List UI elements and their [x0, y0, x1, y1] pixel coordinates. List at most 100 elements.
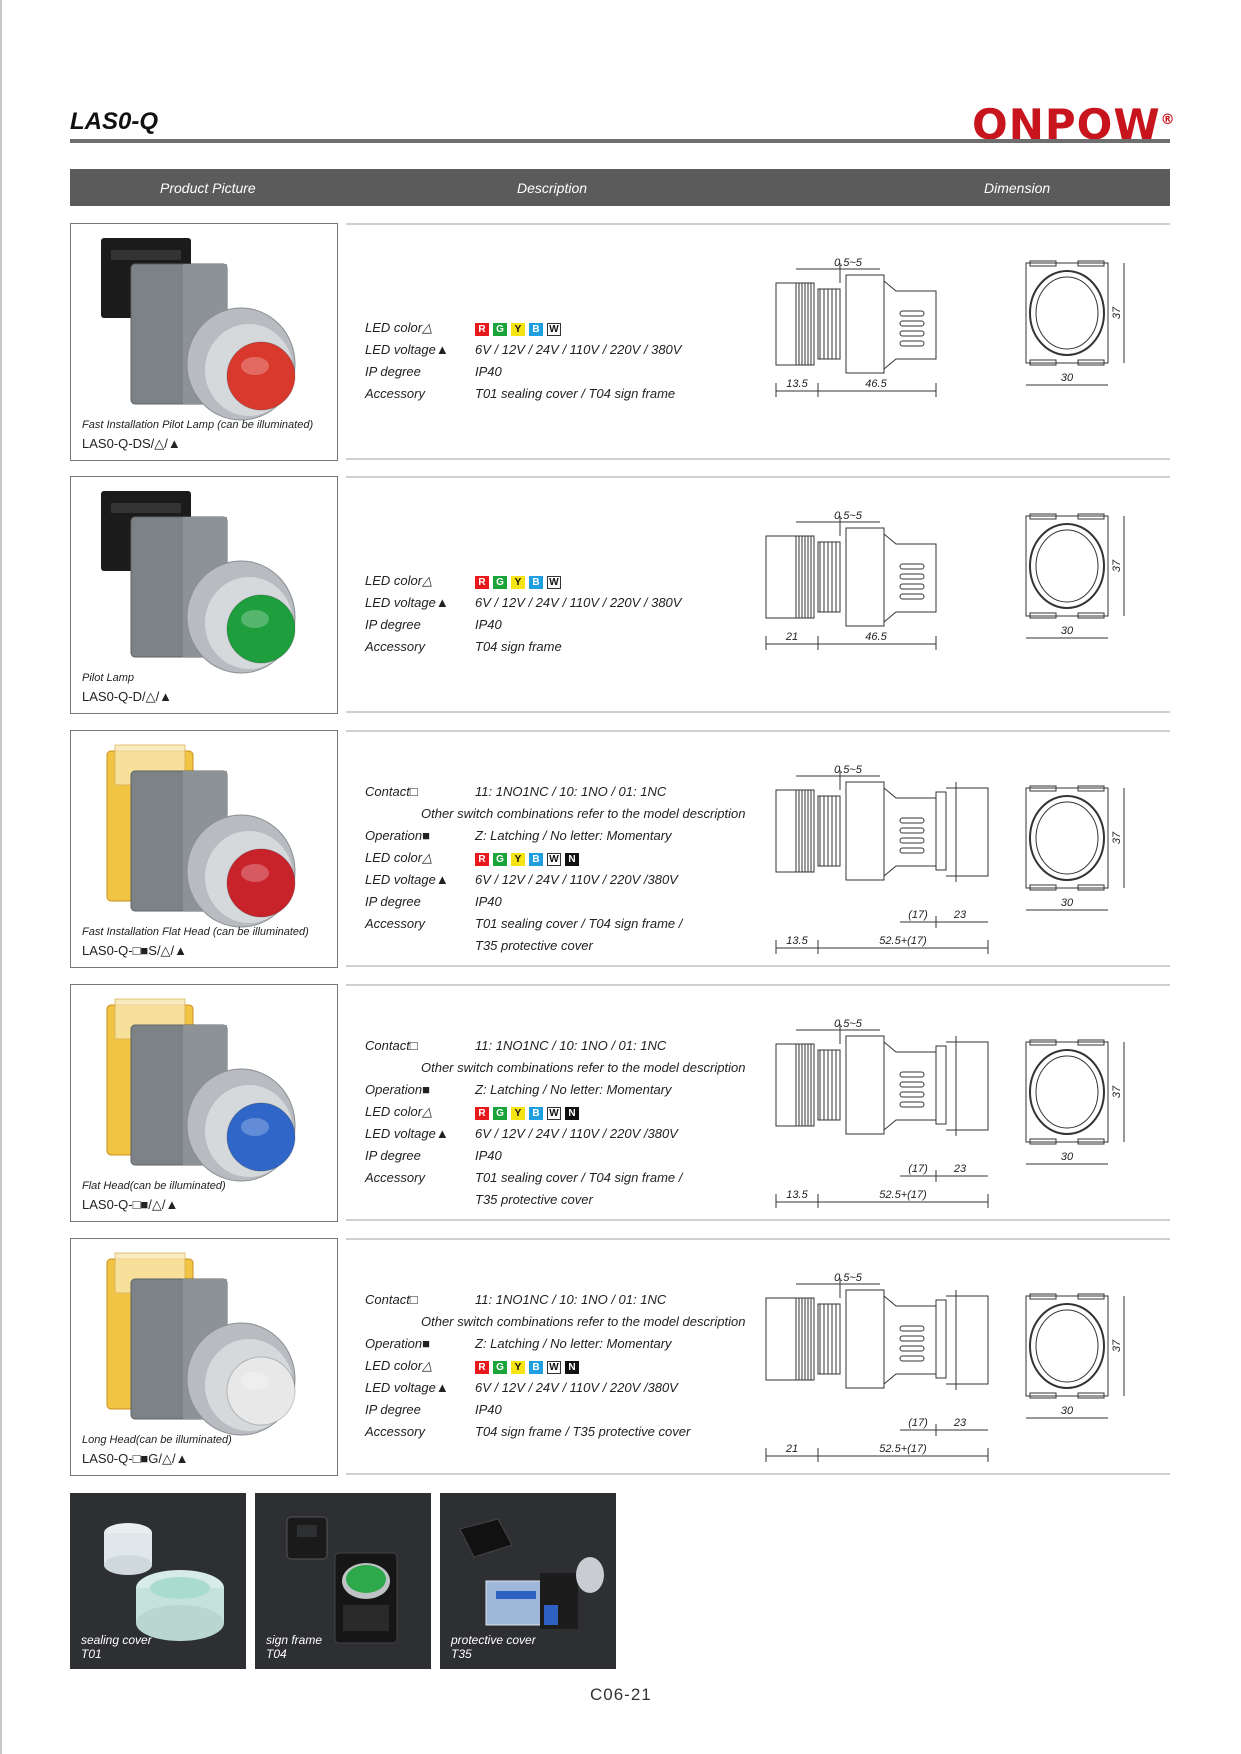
spec-value: T01 sealing cover / T04 sign frame / [475, 1170, 683, 1185]
spec-note: Other switch combinations refer to the m… [421, 1314, 746, 1329]
spec-value: T01 sealing cover / T04 sign frame [475, 386, 676, 401]
spec-label: Accessory [365, 1170, 425, 1185]
product-caption: Fast Installation Pilot Lamp (can be ill… [82, 419, 314, 431]
dim-width-label: 30 [1061, 1151, 1074, 1163]
row-rule-bottom [346, 458, 1170, 460]
dim-body-label: 46.5 [865, 631, 887, 643]
product-caption: Flat Head(can be illuminated) [82, 1180, 226, 1192]
spec-label: Accessory [365, 1424, 425, 1439]
registered-mark: ® [1160, 112, 1176, 128]
dim-height-label: 37 [1111, 1085, 1123, 1098]
spec-label: IP degree [365, 1402, 421, 1417]
dim-height-label: 37 [1111, 1339, 1123, 1352]
row-rule-bottom [346, 965, 1170, 967]
title-rule [70, 139, 1170, 143]
dim-body-label: 52.5+(17) [879, 1443, 927, 1455]
spec-label: Operation■ [365, 1082, 430, 1097]
dim-tail-label: 23 [953, 1417, 967, 1429]
dim-gap-label: 0.5~5 [834, 257, 863, 269]
spec-value: IP40 [475, 617, 502, 632]
accessory-code: T04 [266, 1647, 287, 1661]
accessory-sealing-cover: sealing cover T01 [70, 1493, 246, 1669]
dim-gap-label: 0.5~5 [834, 1272, 863, 1284]
spec-label: Contact□ [365, 1038, 418, 1053]
led-color-chip: G [493, 323, 507, 337]
spec-label: LED voltage▲ [365, 1126, 449, 1141]
led-color-chip: R [475, 853, 489, 867]
spec-label: Operation■ [365, 828, 430, 843]
dim-extra-label: (17) [908, 909, 928, 921]
spec-note: Other switch combinations refer to the m… [421, 1060, 746, 1075]
spec-value: T04 sign frame [475, 639, 562, 654]
spec-label: Contact□ [365, 1292, 418, 1307]
led-color-chip: G [493, 576, 507, 590]
product-caption: Fast Installation Flat Head (can be illu… [82, 926, 309, 938]
page-number: C06-21 [590, 1685, 652, 1704]
product-model: LAS0-Q-□■G/△/▲ [82, 1451, 189, 1466]
dim-gap-label: 0.5~5 [834, 764, 863, 776]
spec-label: LED color△ [365, 573, 433, 588]
dim-gap-label: 0.5~5 [834, 1018, 863, 1030]
dim-tail-label: 23 [953, 909, 967, 921]
accessory-sign-frame: sign frame T04 [255, 1493, 431, 1669]
led-color-chip: Y [511, 323, 525, 337]
led-color-chip: G [493, 1107, 507, 1121]
spec-value: IP40 [475, 894, 502, 909]
dim-front-label: 21 [785, 631, 798, 643]
spec-label: Accessory [365, 386, 425, 401]
row-rule-top [346, 476, 1170, 478]
led-color-chip: N [565, 1107, 579, 1121]
dim-height-label: 37 [1111, 306, 1123, 319]
led-color-chip: R [475, 1107, 489, 1121]
row-rule-top [346, 984, 1170, 986]
spec-value: 6V / 12V / 24V / 110V / 220V /380V [475, 1126, 678, 1141]
led-color-chip: Y [511, 853, 525, 867]
led-color-chip: N [565, 853, 579, 867]
row-rule-bottom [346, 711, 1170, 713]
product-model: LAS0-Q-□■/△/▲ [82, 1197, 179, 1212]
led-color-chip: W [547, 1107, 561, 1121]
spec-label: LED color△ [365, 1104, 433, 1119]
spec-value: 6V / 12V / 24V / 110V / 220V /380V [475, 872, 678, 887]
spec-label: Accessory [365, 916, 425, 931]
spec-label: LED voltage▲ [365, 872, 449, 887]
led-color-chip: R [475, 323, 489, 337]
dim-width-label: 30 [1061, 625, 1074, 637]
spec-value: T35 protective cover [475, 938, 593, 953]
spec-value: Z: Latching / No letter: Momentary [475, 1336, 672, 1351]
led-color-chip: N [565, 1361, 579, 1375]
header-dimension: Dimension [984, 180, 1051, 196]
led-color-chip: Y [511, 576, 525, 590]
accessory-code: T35 [451, 1647, 472, 1661]
accessory-protective-cover: protective cover T35 [440, 1493, 616, 1669]
led-color-chip: R [475, 576, 489, 590]
spec-label: LED color△ [365, 1358, 433, 1373]
dim-body-label: 52.5+(17) [879, 935, 927, 947]
row-rule-top [346, 730, 1170, 732]
accessory-name: sign frame [266, 1633, 323, 1647]
product-model: LAS0-Q-□■S/△/▲ [82, 943, 188, 958]
spec-value: 6V / 12V / 24V / 110V / 220V /380V [475, 1380, 678, 1395]
accessory-name: protective cover [451, 1633, 536, 1647]
spec-label: LED voltage▲ [365, 1380, 449, 1395]
spec-value: IP40 [475, 364, 502, 379]
dim-width-label: 30 [1061, 897, 1074, 909]
led-color-chip: B [529, 853, 543, 867]
spec-value: 11: 1NO1NC / 10: 1NO / 01: 1NC [475, 784, 667, 799]
product-image [106, 1252, 296, 1436]
dim-height-label: 37 [1111, 559, 1123, 572]
led-color-chip: W [547, 323, 561, 337]
sealing-cover-image [104, 1523, 224, 1641]
product-image [106, 744, 296, 928]
dim-width-label: 30 [1061, 372, 1074, 384]
